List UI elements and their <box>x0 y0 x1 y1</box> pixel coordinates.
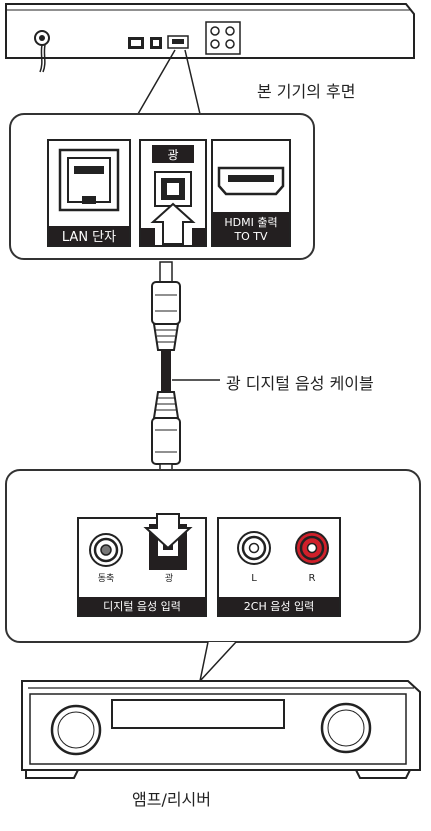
left-rca-jack-icon <box>237 531 271 565</box>
optical-cable <box>151 261 181 489</box>
digital-input-group <box>77 513 207 617</box>
rear-lan-port-icon <box>128 37 144 49</box>
coax-jack-label: 동축 <box>98 573 115 584</box>
zoom-callout <box>137 49 201 115</box>
right-rca-jack-icon <box>295 531 329 565</box>
digital-input-group-label: 디지털 음성 입력 <box>103 600 181 613</box>
volume-knob-left-icon <box>50 704 102 756</box>
optical-jack-icon <box>154 171 192 207</box>
lan-jack-icon <box>58 148 120 212</box>
power-cord-icon <box>34 30 50 73</box>
left-channel-label: L <box>251 573 257 584</box>
insert-arrow-up-icon <box>150 202 196 245</box>
optical-jack-label: 광 <box>165 572 173 584</box>
cable-caption: 광 디지털 음성 케이블 <box>226 374 374 393</box>
analog-input-group-label: 2CH 음성 입력 <box>244 600 314 613</box>
device-rear <box>5 3 415 73</box>
receiver-port-panel <box>5 469 421 643</box>
receiver-callout <box>198 641 237 684</box>
hdmi-jack-icon <box>217 166 285 196</box>
receiver-caption: 앰프/리시버 <box>132 790 211 809</box>
rear-audio-ports-icon <box>205 21 241 55</box>
hdmi-port-label-line2: TO TV <box>233 230 268 243</box>
optical-port[interactable] <box>139 139 207 247</box>
rear-hdmi-port-icon <box>167 35 189 49</box>
rear-optical-port-icon <box>150 37 162 49</box>
right-channel-label: R <box>309 573 316 584</box>
lan-port-label: LAN 단자 <box>62 230 116 245</box>
device-rear-caption: 본 기기의 후면 <box>257 82 356 101</box>
analog-input-group <box>217 517 341 617</box>
lan-port <box>47 139 131 247</box>
coaxial-jack-icon <box>89 533 123 567</box>
hdmi-port-label-line1: HDMI 출력 <box>224 216 277 229</box>
receiver-device <box>21 680 421 779</box>
optical-port-tag: 광 <box>167 148 178 162</box>
hdmi-port <box>211 139 291 247</box>
volume-knob-right-icon <box>320 702 372 754</box>
insert-arrow-down-icon <box>143 513 193 550</box>
player-port-panel <box>9 113 315 260</box>
